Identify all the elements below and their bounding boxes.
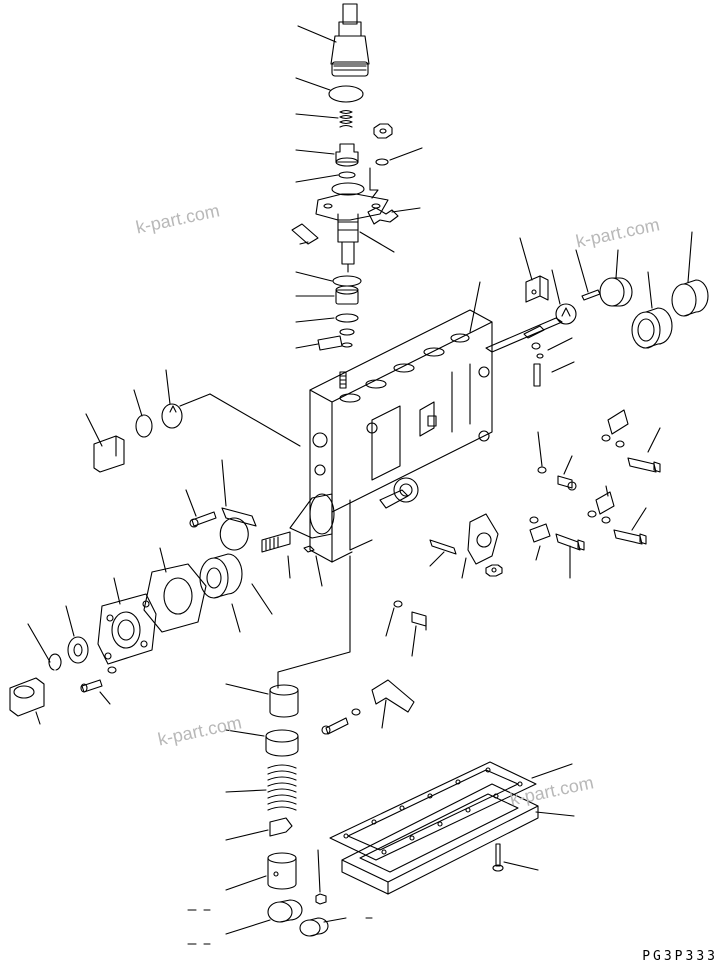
- stud-bolt-top: [340, 372, 346, 388]
- fitting-right: [558, 456, 576, 490]
- snap-ring-small-left: [28, 624, 61, 670]
- bolt-small-left: [81, 667, 116, 704]
- bolt-left: [186, 490, 216, 527]
- bolt-right-a: [628, 428, 660, 472]
- drawing-code: PG3P333: [642, 949, 718, 964]
- seal-cap-left: [162, 370, 182, 428]
- cap-left: [10, 678, 44, 724]
- bolt-bottom: [493, 844, 538, 871]
- pump-housing: [310, 310, 492, 562]
- drive-shaft: [262, 494, 334, 578]
- o-ring-top: [296, 78, 363, 102]
- plug-cap-left: [86, 414, 124, 472]
- bolt-right-c: [556, 534, 584, 578]
- washer-mid: [386, 601, 402, 636]
- clamp-bracket: [292, 224, 318, 244]
- pin-upper: [576, 250, 600, 300]
- washer-right-b: [538, 432, 546, 473]
- collar-upper: [600, 250, 632, 306]
- bearing-small-left: [66, 606, 88, 663]
- flange-housing-left: [98, 578, 156, 664]
- washers-right-b: [588, 486, 614, 523]
- bushing-upper: [672, 232, 708, 316]
- washer-small: [376, 148, 422, 165]
- o-ring-left: [134, 390, 152, 437]
- nut-right: [486, 565, 502, 576]
- bolt-right-b: [614, 508, 646, 544]
- bracket-lower-mid: [372, 680, 414, 728]
- bearing-left: [200, 554, 242, 632]
- leader-housing-2: [210, 394, 300, 446]
- bushing-lower: [226, 684, 298, 717]
- delivery-valve-holder: [298, 4, 369, 76]
- plate-left: [222, 460, 256, 526]
- washer-right-c: [530, 517, 550, 560]
- spring-seat: [226, 730, 298, 756]
- cover-disc: [552, 270, 576, 324]
- bolt-mid: [412, 612, 426, 656]
- nut-small: [374, 124, 392, 138]
- bearing-upper: [632, 272, 672, 348]
- gasket-left: [144, 548, 206, 632]
- bolt-lower-mid: [322, 709, 360, 734]
- valve-spring: [296, 111, 352, 128]
- flange-sleeve: [316, 183, 394, 272]
- washers-bracket-right: [524, 326, 574, 386]
- delivery-valve: [296, 144, 358, 166]
- lower-washers: [296, 272, 361, 350]
- gasket-ring: [296, 172, 355, 182]
- lock-plate: [368, 168, 420, 224]
- tappet: [188, 853, 296, 910]
- leader-lower: [278, 556, 350, 688]
- bottom-gasket: [330, 762, 574, 860]
- key-pin: [304, 546, 322, 586]
- snap-ring-left: [220, 518, 272, 614]
- stud-right: [430, 540, 456, 566]
- top-cover-plate: [470, 282, 562, 352]
- roller-bushing: [188, 900, 302, 944]
- bracket-upper: [520, 238, 548, 302]
- lower-seat-clip: [226, 818, 292, 840]
- plunger-spring: [226, 765, 296, 810]
- leader-housing: [180, 394, 210, 406]
- washers-right-a: [602, 410, 628, 447]
- roller-pin: [316, 850, 326, 904]
- gasket-plate-right: [462, 514, 498, 578]
- roller: [300, 918, 372, 936]
- bottom-cover: [342, 784, 538, 894]
